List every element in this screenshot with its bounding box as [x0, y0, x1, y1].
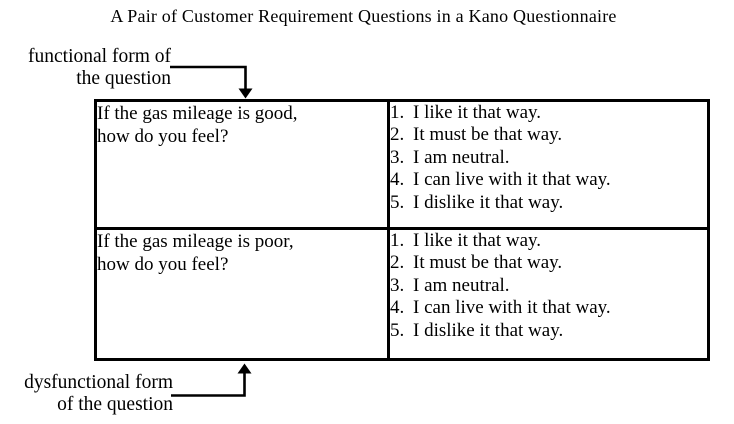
answer-option: 3. I am neutral.: [390, 275, 707, 297]
answer-option: 2. It must be that way.: [390, 124, 707, 146]
question-text: If the gas mileage is good, how do you f…: [97, 103, 298, 147]
option-label: I dislike it that way.: [413, 319, 564, 341]
option-label: I am neutral.: [413, 146, 510, 168]
option-number: 1.: [390, 230, 405, 251]
option-label: It must be that way.: [413, 252, 563, 274]
answer-option: 5. I dislike it that way.: [390, 320, 707, 342]
table-row-dysfunctional: If the gas mileage is poor, how do you f…: [94, 227, 710, 361]
question-cell-functional: If the gas mileage is good, how do you f…: [94, 99, 390, 230]
answer-option: 3. I am neutral.: [390, 147, 707, 169]
option-number: 5.: [390, 191, 405, 213]
arrowhead-up-icon: [237, 363, 252, 374]
functional-arrow-connector: [170, 65, 253, 99]
table-row-functional: If the gas mileage is good, how do you f…: [94, 99, 710, 230]
option-number: 4.: [390, 297, 405, 319]
functional-form-label: functional form of the question: [28, 46, 171, 89]
diagram-title: A Pair of Customer Requirement Questions…: [110, 6, 617, 26]
option-label: It must be that way.: [413, 124, 563, 146]
option-label: I dislike it that way.: [413, 191, 564, 213]
option-number: 2.: [390, 252, 405, 274]
option-label: I can live with it that way.: [413, 169, 611, 191]
options-cell-dysfunctional: 1. I like it that way. 2. It must be that …: [387, 227, 710, 361]
answer-option: 2. It must be that way.: [390, 252, 707, 274]
option-number: 5.: [390, 319, 405, 341]
answer-option: 4. I can live with it that way.: [390, 297, 707, 319]
options-cell-functional: 1. I like it that way. 2. It must be that …: [387, 99, 710, 230]
answer-option: 5. I dislike it that way.: [390, 192, 707, 214]
option-label: I am neutral.: [413, 274, 510, 296]
arrowhead-down-icon: [238, 88, 253, 99]
answer-option: 1. I like it that way.: [390, 230, 707, 252]
option-label: I like it that way.: [413, 102, 542, 123]
option-number: 3.: [390, 274, 405, 296]
questionnaire-table: If the gas mileage is good, how do you f…: [94, 99, 710, 361]
option-number: 4.: [390, 169, 405, 191]
answer-option: 1. I like it that way.: [390, 102, 707, 124]
dysfunctional-form-label: dysfunctional form of the question: [24, 372, 173, 415]
option-number: 1.: [390, 102, 405, 123]
answer-option: 4. I can live with it that way.: [390, 169, 707, 191]
option-number: 2.: [390, 124, 405, 146]
option-number: 3.: [390, 146, 405, 168]
question-text: If the gas mileage is poor, how do you f…: [97, 231, 294, 275]
question-cell-dysfunctional: If the gas mileage is poor, how do you f…: [94, 227, 390, 361]
option-label: I can live with it that way.: [413, 297, 611, 319]
option-label: I like it that way.: [413, 230, 542, 251]
dysfunctional-arrow-connector: [171, 363, 252, 397]
